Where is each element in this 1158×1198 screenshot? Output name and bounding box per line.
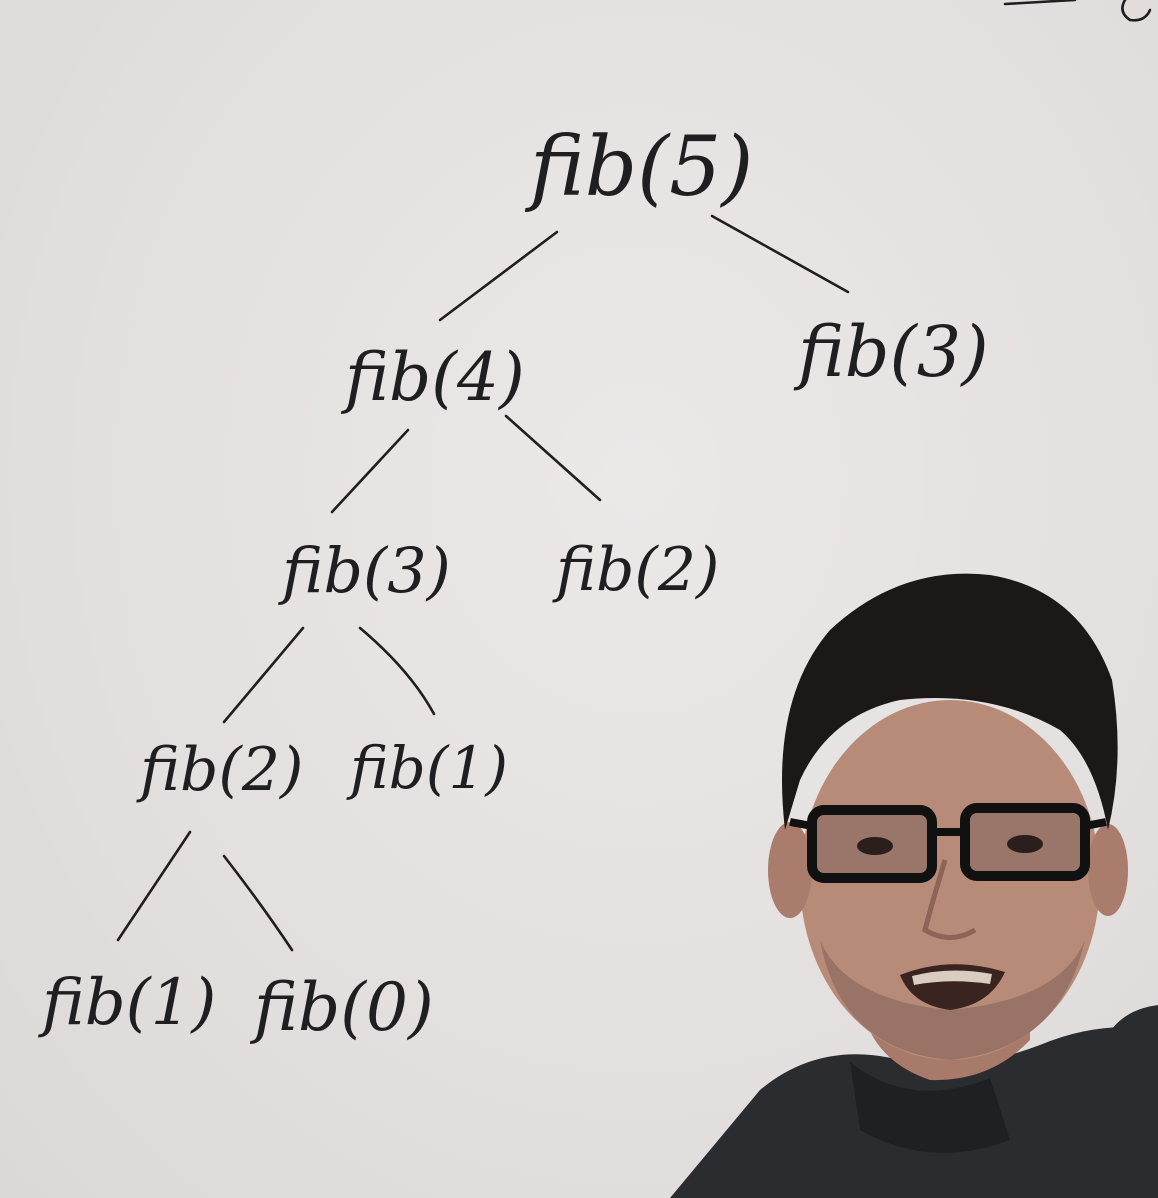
tree-nodes: fib(5) fib(4) fib(3) fib(3) fib(2) fib(2… (38, 120, 989, 1046)
presenter-ear-left (768, 822, 812, 918)
presenter-eye-left (857, 837, 893, 855)
node-fib3-right: fib(3) (793, 311, 989, 393)
node-fib1: fib(1) (38, 966, 216, 1040)
node-fib3: fib(3) (278, 534, 451, 607)
edge-fib2-fib0 (222, 854, 294, 952)
edge-fib4-fib2 (504, 414, 602, 502)
edge-fib5-fib3 (710, 214, 850, 294)
presenter-collar (850, 1062, 1010, 1153)
corner-mark-curve (1121, 0, 1152, 22)
corner-mark (1003, 0, 1077, 6)
edge-fib2-fib1 (116, 830, 192, 942)
node-fib0: fib(0) (249, 969, 434, 1046)
edge-fib3-fib1 (358, 626, 436, 716)
node-fib5: fib(5) (524, 120, 753, 215)
edge-fib4-fib3 (330, 428, 410, 514)
presenter-nose (922, 859, 977, 940)
node-fib2: fib(2) (136, 735, 303, 805)
edge-fib3-fib2 (222, 626, 305, 724)
presenter-hair (782, 573, 1118, 830)
presenter-arm (1105, 1005, 1158, 1061)
node-fib1-right: fib(1) (346, 734, 508, 802)
tree-edges (116, 214, 850, 952)
presenter-face (800, 700, 1100, 1060)
presenter-ear-right (1088, 824, 1128, 916)
edge-fib5-fib4 (438, 230, 559, 322)
presenter-eye-right (1007, 835, 1043, 853)
presenter-teeth (912, 970, 992, 985)
presenter (670, 573, 1158, 1198)
node-fib4: fib(4) (340, 339, 525, 416)
presenter-beard (820, 940, 1085, 1060)
node-fib2-right: fib(2) (552, 535, 719, 605)
